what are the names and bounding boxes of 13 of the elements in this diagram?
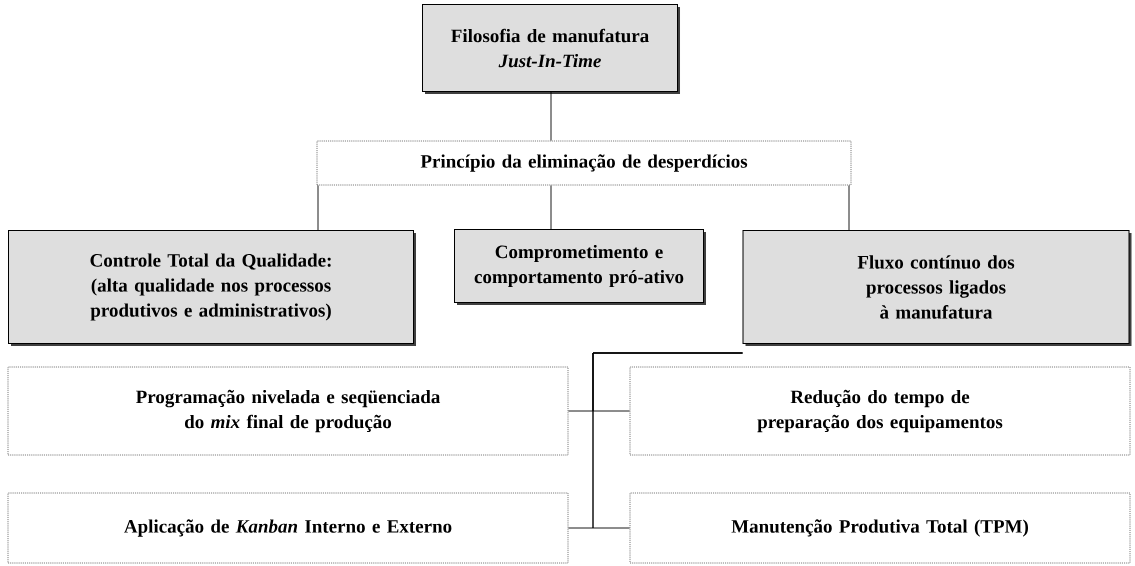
connector-line [848, 185, 850, 231]
connector-line [550, 91, 552, 141]
dotted-box: Programação nivelada e seqüenciada do mix final de produção [7, 366, 569, 456]
shaded-box: Fluxo contínuo dos processos ligados à manufatura [742, 230, 1132, 346]
dotted-box: Manutenção Produtiva Total (TPM) [629, 492, 1131, 564]
shaded-box: Filosofia de manufatura Just-In-Time [422, 4, 680, 94]
shaded-box: Controle Total da Qualidade: (alta qualidade nos processos produtivos e administrativos) [8, 230, 416, 346]
shaded-box: Comprometimento e comportamento pró-ativo [454, 229, 706, 305]
dotted-box: Redução do tempo de preparação dos equipamentos [629, 366, 1131, 456]
connector-line [317, 185, 319, 231]
dotted-box: Princípio da eliminação de desperdícios [316, 140, 852, 186]
connector-line [550, 185, 552, 230]
dotted-box: Aplicação de Kanban Interno e Externo [7, 492, 569, 564]
